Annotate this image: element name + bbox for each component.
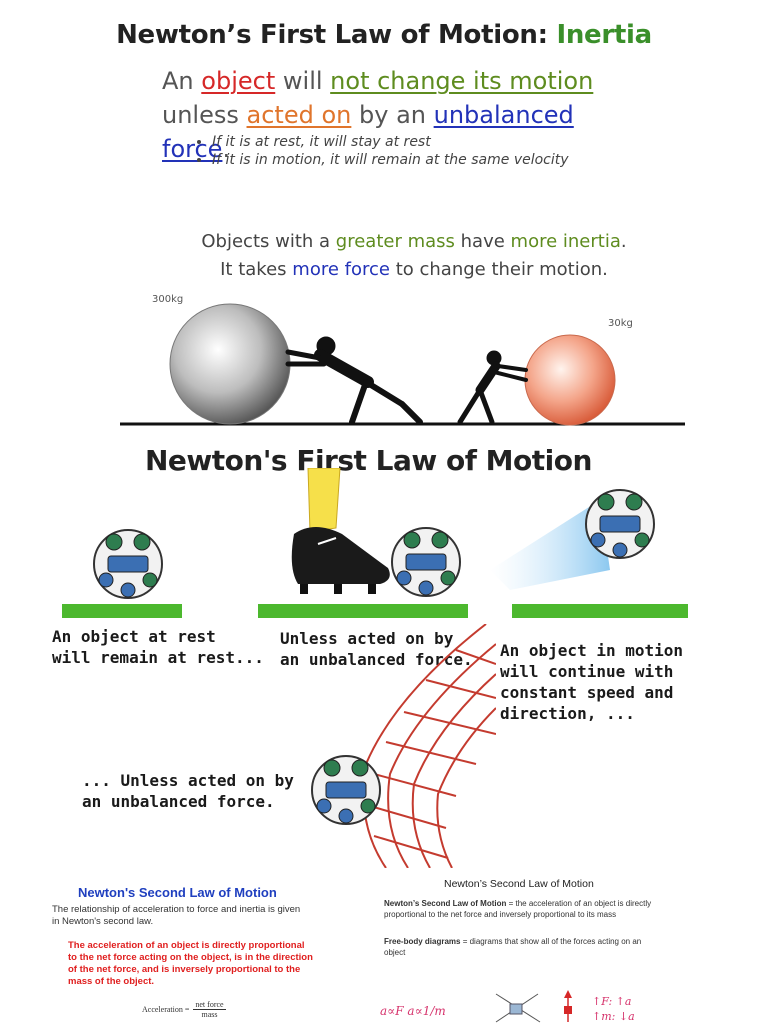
- statement-period: .: [222, 135, 231, 163]
- soccer-ball-icon: [93, 529, 163, 599]
- second-law-highlight: The acceleration of an object is directl…: [68, 940, 313, 987]
- goal-net-icon: [362, 624, 496, 868]
- definition-text: = diagrams that show all of the forces a…: [384, 937, 642, 957]
- grass-strip: [512, 604, 688, 618]
- soccer-ball-icon: [391, 527, 461, 597]
- page-title: Newton’s First Law of Motion: Inertia: [0, 20, 768, 50]
- definition-second-law: Newton’s Second Law of Motion = the acce…: [384, 898, 652, 920]
- statement-word: will: [282, 67, 323, 95]
- mass-text: Objects with a: [201, 231, 331, 252]
- definition-term: Newton’s Second Law of Motion: [384, 899, 507, 908]
- free-body-diagram-icon: [495, 993, 541, 1023]
- bullet-item: If it is in motion, it will remain at th…: [212, 152, 654, 168]
- caption-in-motion: An object in motion will continue with c…: [500, 641, 684, 723]
- force-arrow-icon: [564, 990, 572, 1022]
- small-figure-icon: [457, 350, 528, 425]
- acceleration-formula: Acceleration = net force mass: [142, 1000, 226, 1019]
- grass-strip: [258, 604, 468, 618]
- mass-text: .: [620, 231, 627, 252]
- formula-lhs: Acceleration =: [142, 1005, 190, 1014]
- bullet-item: If it is at rest, it will stay at rest: [212, 134, 654, 150]
- statement-acted-on: acted on: [246, 101, 352, 129]
- soccer-ball-icon: [311, 755, 381, 825]
- formula-denominator: mass: [201, 1010, 218, 1019]
- statement-not-change: not change its motion: [330, 67, 594, 95]
- definition-text: = the acceleration of an object is direc…: [384, 899, 652, 919]
- statement-object: object: [201, 67, 276, 95]
- handwritten-proportionality: a∝F a∝1/m: [380, 1004, 446, 1018]
- second-law-body: The relationship of acceleration to forc…: [52, 904, 301, 927]
- mass-more-inertia: more inertia: [510, 231, 621, 252]
- definition-free-body: Free-body diagrams = diagrams that show …: [384, 936, 652, 958]
- second-law-title-right: Newton’s Second Law of Motion: [444, 878, 594, 890]
- handwritten-notes: ↑F: ↑a ↑m: ↓a: [592, 994, 635, 1024]
- mass-statement: Objects with a greater mass have more in…: [120, 228, 708, 284]
- cleat-kick-icon: [291, 468, 390, 594]
- formula-numerator: net force: [193, 1000, 226, 1010]
- bullet-list: If it is at rest, it will stay at rest I…: [194, 132, 654, 170]
- formula-fraction: net force mass: [193, 1000, 226, 1019]
- section-title: Newton's First Law of Motion: [145, 444, 592, 477]
- mass-greater: greater mass: [335, 231, 455, 252]
- light-boulder: [524, 334, 616, 426]
- second-law-title-left: Newton's Second Law of Motion: [78, 885, 277, 900]
- light-mass-label: 30kg: [608, 318, 633, 329]
- note-force: ↑F: ↑a: [592, 995, 632, 1008]
- mass-more-force: more force: [292, 259, 390, 280]
- soccer-ball-icon: [585, 489, 655, 559]
- motion-trail: [490, 500, 610, 590]
- title-inertia: Inertia: [556, 20, 652, 50]
- pushing-illustration: [120, 303, 685, 426]
- note-mass: ↑m: ↓a: [592, 1010, 635, 1023]
- statement-word: unless: [162, 101, 239, 129]
- definition-term: Free-body diagrams: [384, 937, 461, 946]
- statement-word: by an: [359, 101, 426, 129]
- mass-text: It takes: [220, 259, 287, 280]
- statement-unbalanced: unbalanced force: [162, 101, 574, 163]
- grass-strip: [62, 604, 182, 618]
- title-text: Newton’s First Law of Motion:: [116, 20, 548, 50]
- heavy-boulder: [169, 303, 291, 425]
- caption-unless-acted: Unless acted on by an unbalanced force.: [280, 629, 473, 669]
- large-figure-icon: [285, 336, 423, 425]
- law-statement: An object will not change its motion unl…: [162, 64, 642, 166]
- statement-word: An: [162, 67, 194, 95]
- caption-unless-acted-2: ... Unless acted on by an unbalanced for…: [82, 771, 294, 811]
- mass-text: to change their motion.: [395, 259, 608, 280]
- caption-at-rest: An object at rest will remain at rest...: [52, 627, 264, 667]
- heavy-mass-label: 300kg: [152, 294, 184, 305]
- mass-text: have: [460, 231, 505, 252]
